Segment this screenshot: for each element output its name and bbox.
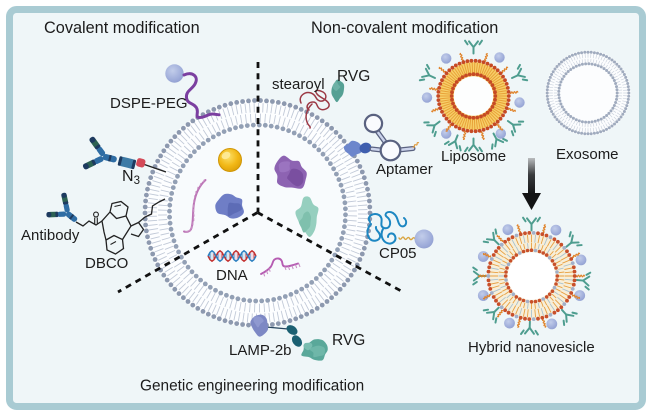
- svg-text:Genetic engineering modificati: Genetic engineering modification: [140, 378, 364, 395]
- svg-text:CP05: CP05: [379, 245, 417, 262]
- svg-text:Liposome: Liposome: [441, 148, 506, 165]
- svg-text:LAMP-2b: LAMP-2b: [229, 342, 292, 359]
- svg-text:Non-covalent modification: Non-covalent modification: [311, 19, 498, 37]
- svg-text:Aptamer: Aptamer: [376, 161, 433, 178]
- svg-text:DNA: DNA: [216, 267, 248, 284]
- svg-text:DSPE-PEG: DSPE-PEG: [110, 95, 188, 112]
- svg-text:Exosome: Exosome: [556, 146, 619, 163]
- svg-text:Covalent modification: Covalent modification: [44, 19, 200, 37]
- svg-text:stearoyl: stearoyl: [272, 76, 325, 93]
- svg-text:Hybrid nanovesicle: Hybrid nanovesicle: [468, 339, 595, 356]
- svg-text:RVG: RVG: [332, 332, 365, 349]
- svg-text:DBCO: DBCO: [85, 255, 128, 272]
- svg-text:Antibody: Antibody: [21, 227, 80, 244]
- svg-text:RVG: RVG: [337, 68, 370, 85]
